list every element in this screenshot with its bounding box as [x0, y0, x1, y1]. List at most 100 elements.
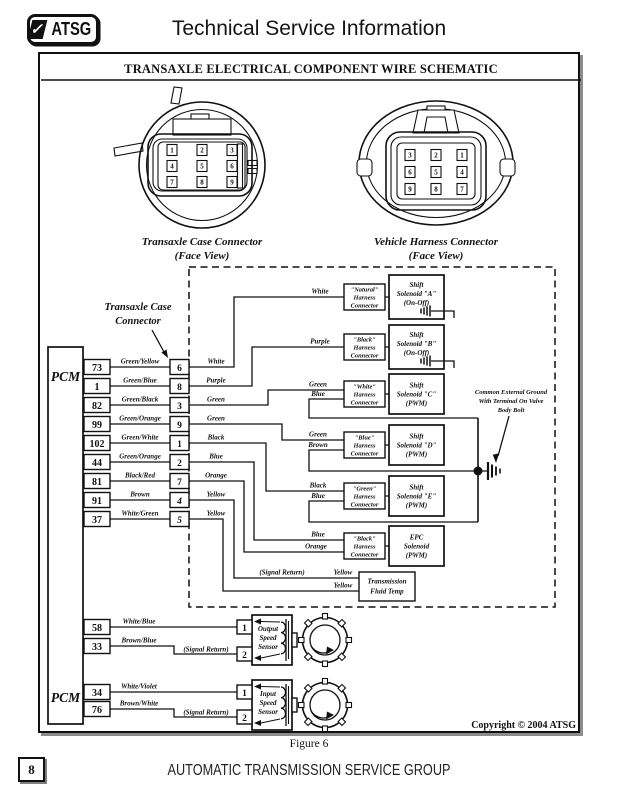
case-connector-sublabel: (Face View)	[175, 250, 230, 262]
svg-text:(PWM): (PWM)	[406, 502, 427, 510]
wire-label: White/Violet	[121, 683, 158, 691]
wire-label: Black	[207, 434, 225, 442]
svg-text:With Terminal On Valve: With Terminal On Valve	[479, 398, 544, 405]
coil-ground-icon	[420, 355, 455, 368]
svg-text:Body Bolt: Body Bolt	[497, 407, 525, 414]
case-pin: 4	[176, 497, 182, 507]
pin-number: 1	[460, 152, 464, 160]
svg-text:(PWM): (PWM)	[406, 552, 427, 560]
junction-dot	[473, 466, 483, 476]
pin-number: 5	[434, 169, 438, 177]
epc-solenoid: "Black" Harness Connector EPC Solenoid (…	[305, 525, 445, 567]
solenoid-b: "Black" Harness Connector Shift Solenoid…	[310, 324, 455, 370]
pin-number: 7	[460, 186, 464, 194]
signal-return-label: (Signal Return)	[183, 709, 228, 717]
arrowhead	[254, 720, 261, 726]
figure-frame: TRANSAXLE ELECTRICAL COMPONENT WIRE SCHE…	[38, 52, 581, 733]
arrowhead	[161, 349, 168, 358]
case-pin: 8	[177, 383, 182, 393]
pin-number: 8	[434, 186, 438, 194]
svg-text:Shift: Shift	[409, 433, 424, 441]
svg-text:Transaxle Case: Transaxle Case	[105, 302, 172, 313]
pin-number: 2	[434, 152, 438, 160]
page-number: 8	[18, 757, 45, 782]
wire-label: Green	[207, 396, 225, 404]
svg-text:Shift: Shift	[409, 484, 424, 492]
wire-label: Blue	[310, 390, 325, 398]
svg-text:Shift: Shift	[409, 382, 424, 390]
svg-text:Shift: Shift	[409, 281, 424, 289]
logo-text: ATSG	[51, 19, 92, 39]
solenoid-d: "Blue" Harness Connector Shift Solenoid …	[307, 424, 445, 466]
svg-text:"Black": "Black"	[353, 337, 376, 344]
pcm-label: PCM	[51, 690, 81, 705]
svg-text:Sensor: Sensor	[258, 708, 278, 716]
sensor-pin: 2	[242, 651, 247, 661]
case-pin: 6	[177, 364, 182, 374]
pcm-pin: 91	[92, 496, 102, 507]
wire-label: Green/Orange	[119, 415, 161, 423]
wire-label: Blue	[208, 453, 223, 461]
wire-label: Brown	[129, 491, 150, 499]
svg-text:Transmission: Transmission	[367, 578, 406, 586]
wire-label: Green	[207, 415, 225, 423]
wire-schematic: TRANSAXLE ELECTRICAL COMPONENT WIRE SCHE…	[41, 62, 581, 733]
svg-text:Connector: Connector	[351, 353, 379, 360]
pin-number: 1	[170, 147, 174, 155]
wire-label: Yellow	[334, 582, 353, 590]
pin-number: 3	[230, 147, 234, 155]
coil-ground-icon	[420, 305, 455, 318]
svg-text:Solenoid: Solenoid	[404, 543, 430, 551]
harness-connector-label: Vehicle Harness Connector	[374, 236, 499, 248]
svg-text:Shift: Shift	[409, 331, 424, 339]
pin-number: 9	[408, 186, 412, 194]
wire-label: Green/Black	[122, 396, 159, 404]
case-connector-pins: 1 2 3 4 5 6 7 8 9	[166, 143, 238, 189]
svg-text:Output: Output	[258, 625, 279, 633]
pcm-label: PCM	[51, 369, 81, 384]
signal-return-label: (Signal Return)	[259, 569, 304, 577]
case-pin: 9	[177, 421, 182, 431]
svg-text:Sensor: Sensor	[258, 643, 278, 651]
svg-text:Solenoid "A": Solenoid "A"	[397, 290, 437, 298]
svg-text:Connector: Connector	[351, 303, 379, 310]
wire-label: Blue	[310, 492, 325, 500]
arrowhead	[254, 655, 261, 661]
atsg-logo: ✓ ATSG	[27, 14, 99, 45]
pin-number: 3	[408, 152, 412, 160]
svg-text:Input: Input	[259, 690, 277, 698]
pcm-pin: 76	[92, 705, 102, 716]
svg-text:Speed: Speed	[259, 699, 277, 707]
solenoid-c: "White" Harness Connector Shift Solenoid…	[309, 373, 445, 415]
figure-caption: Figure 6	[289, 738, 329, 750]
wire-label: Green	[309, 381, 327, 389]
pcm-pin: 81	[92, 477, 102, 488]
pin-number: 4	[460, 169, 464, 177]
svg-text:Connector: Connector	[351, 400, 379, 407]
footer-org: AUTOMATIC TRANSMISSION SERVICE GROUP	[167, 762, 451, 779]
wire-label: Purple	[310, 338, 329, 346]
svg-text:(On-Off): (On-Off)	[404, 349, 430, 357]
svg-text:Connector: Connector	[351, 552, 379, 559]
solenoid-e: "Green" Harness Connector Shift Solenoid…	[309, 475, 445, 517]
svg-text:Fluid Temp: Fluid Temp	[370, 588, 404, 596]
svg-text:Connector: Connector	[351, 502, 379, 509]
trans-fluid-temp: Transmission Fluid Temp (Signal Return) …	[259, 569, 416, 602]
svg-text:Harness: Harness	[352, 345, 376, 352]
svg-text:Solenoid "B": Solenoid "B"	[397, 340, 437, 348]
svg-text:Harness: Harness	[352, 295, 376, 302]
case-pin: 7	[177, 478, 182, 488]
pin-number: 6	[230, 163, 234, 171]
wire-label: White	[207, 358, 224, 366]
wire-label: White/Blue	[123, 618, 156, 626]
pin-number: 9	[230, 179, 234, 187]
svg-text:(PWM): (PWM)	[406, 451, 427, 459]
pcm-pin: 44	[92, 458, 102, 469]
common-ground: Common External Ground With Terminal On …	[308, 389, 548, 523]
arrowhead	[254, 683, 261, 690]
pin-number: 5	[200, 163, 204, 171]
arrowhead	[492, 453, 500, 463]
svg-text:"Black": "Black"	[353, 536, 376, 543]
reluctor-wheel-icon	[297, 677, 353, 733]
pin-number: 7	[170, 179, 174, 187]
